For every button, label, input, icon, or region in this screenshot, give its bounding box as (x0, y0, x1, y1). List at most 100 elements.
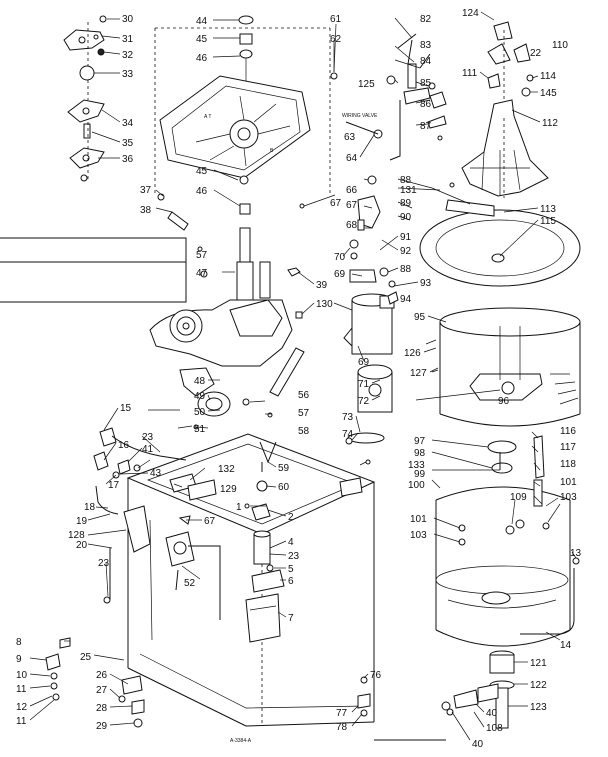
label-68: 68 (346, 220, 358, 231)
label-95: 95 (414, 312, 426, 323)
label-23c: 23 (288, 551, 300, 562)
label-67b: 67 (346, 200, 358, 211)
label-25: 25 (80, 652, 92, 663)
label-110: 110 (552, 40, 568, 51)
label-35: 35 (122, 138, 134, 149)
outer-tub (435, 435, 580, 647)
label-23b: 23 (98, 558, 110, 569)
label-7: 7 (288, 613, 294, 624)
label-69b: 69 (358, 357, 370, 368)
label-20: 20 (76, 540, 88, 551)
label-84: 84 (420, 56, 432, 67)
label-39: 39 (316, 280, 328, 291)
label-46a: 46 (196, 53, 208, 64)
label-66: 66 (346, 185, 358, 196)
label-117: 117 (560, 442, 576, 453)
label-128: 128 (68, 530, 85, 541)
label-11a: 11 (16, 684, 27, 695)
label-51: 51 (194, 424, 206, 435)
label-60: 60 (278, 482, 290, 493)
label-37: 37 (140, 185, 152, 196)
label-36: 36 (122, 154, 134, 165)
label-145: 145 (540, 88, 557, 99)
label-99: 99 (414, 469, 426, 480)
label-131: 131 (400, 185, 417, 196)
svg-text:B: B (270, 148, 274, 154)
label-129: 129 (220, 484, 237, 495)
label-40b: 40 (472, 739, 484, 750)
tub-ring (379, 182, 581, 288)
label-64: 64 (346, 153, 358, 164)
label-41: 41 (142, 444, 154, 455)
label-29: 29 (96, 721, 108, 732)
label-126: 126 (404, 348, 421, 359)
label-127: 127 (410, 368, 427, 379)
label-103a: 103 (410, 530, 427, 541)
label-43: 43 (150, 468, 162, 479)
label-19: 19 (76, 516, 88, 527)
label-23a: 23 (142, 432, 154, 443)
label-125: 125 (358, 79, 375, 90)
label-82: 82 (420, 14, 432, 25)
leader-lines (29, 11, 577, 741)
label-130: 130 (316, 299, 333, 310)
label-33: 33 (122, 69, 134, 80)
label-49: 49 (194, 391, 206, 402)
label-11b: 11 (16, 716, 27, 727)
label-44: 44 (196, 16, 208, 27)
label-4: 4 (288, 537, 294, 548)
label-67a: 67 (330, 198, 342, 209)
wiring-valve-tag: WIRING VALVE (342, 113, 378, 119)
label-16: 16 (118, 440, 130, 451)
label-12: 12 (16, 702, 28, 713)
label-94: 94 (400, 294, 412, 305)
label-30: 30 (122, 14, 134, 25)
label-14: 14 (560, 640, 572, 651)
label-83: 83 (420, 40, 432, 51)
label-8: 8 (16, 637, 22, 648)
label-70: 70 (334, 252, 346, 263)
label-122: 122 (530, 680, 547, 691)
legend-box (0, 237, 187, 303)
label-56: 56 (298, 390, 310, 401)
label-10: 10 (16, 670, 28, 681)
label-18: 18 (84, 502, 96, 513)
label-58: 58 (298, 426, 310, 437)
label-123: 123 (530, 702, 547, 713)
label-132: 132 (218, 464, 235, 475)
label-77: 77 (336, 708, 348, 719)
label-59: 59 (278, 463, 290, 474)
label-9: 9 (16, 654, 22, 665)
label-78: 78 (336, 722, 348, 733)
label-48: 48 (194, 376, 206, 387)
agitator-assembly (461, 21, 549, 198)
label-13: 13 (570, 548, 582, 559)
label-98: 98 (414, 448, 426, 459)
label-90: 90 (400, 212, 412, 223)
label-73: 73 (342, 412, 354, 423)
pump-motor-assembly (343, 175, 399, 465)
label-45b: 45 (196, 166, 208, 177)
label-108: 108 (486, 723, 503, 734)
label-62: 62 (330, 34, 342, 45)
label-45a: 45 (196, 34, 208, 45)
label-38: 38 (140, 205, 152, 216)
label-124: 124 (462, 8, 479, 19)
label-61: 61 (330, 14, 342, 25)
label-26: 26 (96, 670, 108, 681)
label-50: 50 (194, 407, 206, 418)
label-93: 93 (420, 278, 432, 289)
label-116: 116 (560, 426, 576, 437)
label-27: 27 (96, 685, 108, 696)
label-88a: 88 (400, 175, 412, 186)
label-63: 63 (344, 132, 356, 143)
label-115: 115 (540, 216, 556, 227)
label-87: 87 (420, 121, 432, 132)
label-46b: 46 (196, 186, 208, 197)
label-57b: 57 (298, 408, 310, 419)
transmission-assembly (149, 193, 303, 430)
label-2: 2 (288, 512, 294, 523)
drawing-number: A-3384-A (230, 738, 252, 744)
label-112: 112 (542, 118, 558, 129)
